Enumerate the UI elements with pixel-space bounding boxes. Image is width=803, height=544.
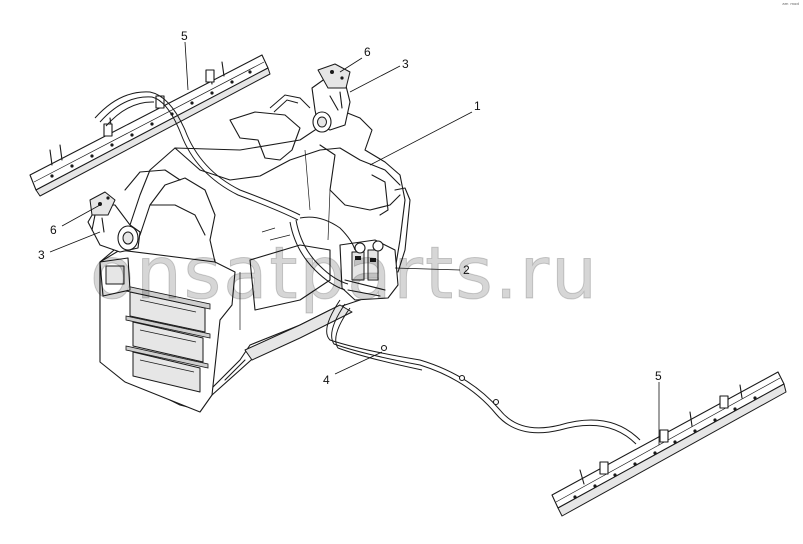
watermark: onsatparts.ru xyxy=(90,231,599,315)
leader-3-left xyxy=(49,231,101,253)
callout-3-left: 3 xyxy=(38,248,45,262)
hoses xyxy=(94,91,641,445)
rail-bolts-lower xyxy=(573,396,757,499)
callouts: 5 6 3 1 6 3 2 4 5 xyxy=(38,29,662,445)
lower-heater-rail xyxy=(551,371,787,517)
callout-6-right: 6 xyxy=(364,45,371,59)
callout-1: 1 xyxy=(474,99,481,113)
leader-6-left xyxy=(61,204,101,227)
pump-unit xyxy=(339,239,399,301)
leader-1 xyxy=(369,111,473,166)
tank-assembly xyxy=(99,111,411,413)
callout-6-left: 6 xyxy=(50,223,57,237)
callout-2: 2 xyxy=(463,263,470,277)
leader-2 xyxy=(394,267,461,271)
left-filler-neck xyxy=(87,191,141,253)
callout-5-upper: 5 xyxy=(181,29,188,43)
right-filler-neck xyxy=(311,63,351,133)
leader-3-right xyxy=(349,65,401,93)
upper-heater-rail xyxy=(29,54,271,197)
callout-3-right: 3 xyxy=(402,57,409,71)
corner-mark: ᵃᵐ ᵐᵒᵈ xyxy=(782,2,799,9)
callout-5-lower: 5 xyxy=(655,369,662,383)
leader-6-right xyxy=(339,57,363,73)
leader-4 xyxy=(334,351,383,375)
leader-5-upper xyxy=(184,41,189,91)
callout-4: 4 xyxy=(323,373,330,387)
